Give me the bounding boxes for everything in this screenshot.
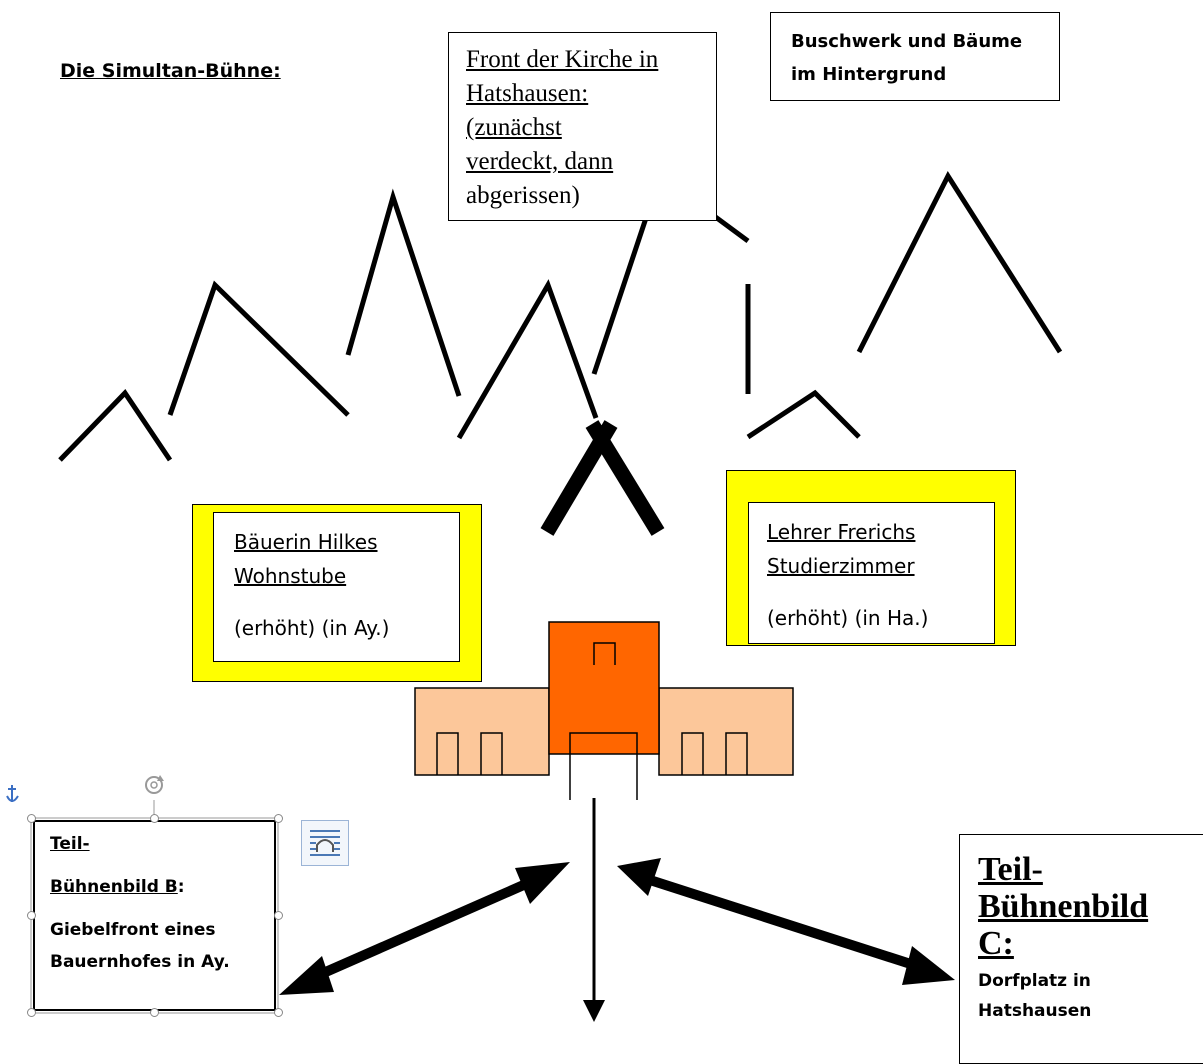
resize-handle-tr[interactable] xyxy=(274,814,283,823)
box-b-line-2-suffix: : xyxy=(177,877,185,897)
peak-7 xyxy=(856,170,1063,354)
resize-handle-bl[interactable] xyxy=(27,1008,36,1017)
box-c-line-2: Bühnenbild xyxy=(978,888,1149,925)
box-b[interactable]: Teil- Bühnenbild B: Giebelfront eines Ba… xyxy=(33,820,276,1011)
stage-drawing xyxy=(30,170,1063,1022)
building xyxy=(414,621,794,800)
box-b-line-1: Teil- xyxy=(50,834,90,854)
hilke-line-3: (erhöht) (in Ay.) xyxy=(234,616,390,640)
peak-1 xyxy=(58,389,173,462)
resize-handle-mr[interactable] xyxy=(274,911,283,920)
anchor-icon xyxy=(6,785,19,802)
church-line-5: abgerissen) xyxy=(466,182,580,209)
church-line-1: Front der Kirche in xyxy=(466,46,659,73)
resize-handle-ml[interactable] xyxy=(27,911,36,920)
peak-3 xyxy=(345,188,462,397)
trees-line-2: im Hintergrund xyxy=(791,64,947,85)
layout-options-icon[interactable] xyxy=(301,820,349,866)
hilke-box: Bäuerin Hilkes Wohnstube (erhöht) (in Ay… xyxy=(213,512,460,662)
church-line-2: Hatshausen: xyxy=(466,80,589,107)
resize-handle-tl[interactable] xyxy=(27,814,36,823)
peak-4 xyxy=(456,279,599,440)
box-c-line-5: Hatshausen xyxy=(978,1001,1092,1021)
box-c: Teil- Bühnenbild C: Dorfplatz in Hatshau… xyxy=(959,834,1203,1064)
page-title: Die Simultan-Bühne: xyxy=(60,60,281,82)
trees-line-1: Buschwerk und Bäume xyxy=(791,31,1023,52)
layout-options-glyph xyxy=(310,830,340,856)
church-line-3: (zunächst xyxy=(466,114,562,141)
church-line-4: verdeckt, dann xyxy=(466,148,614,175)
hilke-line-2: Wohnstube xyxy=(234,564,347,588)
box-c-line-4: Dorfplatz in xyxy=(978,971,1091,991)
box-b-line-2: Bühnenbild B xyxy=(50,877,178,897)
box-b-line-4: Bauernhofes in Ay. xyxy=(50,952,230,972)
trees-box: Buschwerk und Bäume im Hintergrund xyxy=(770,12,1060,101)
box-c-line-1: Teil- xyxy=(978,851,1043,888)
resize-handle-br[interactable] xyxy=(274,1008,283,1017)
frerichs-line-2: Studierzimmer xyxy=(767,554,915,578)
resize-handle-tc[interactable] xyxy=(150,814,159,823)
church-front-box: Front der Kirche in Hatshausen: (zunächs… xyxy=(448,32,717,221)
frerichs-line-1: Lehrer Frerichs xyxy=(767,520,916,544)
peak-6 xyxy=(746,389,861,440)
peak-2 xyxy=(167,280,350,417)
frerichs-line-3: (erhöht) (in Ha.) xyxy=(767,606,929,630)
frerichs-box: Lehrer Frerichs Studierzimmer (erhöht) (… xyxy=(748,502,995,644)
box-c-line-3: C: xyxy=(978,925,1014,962)
rotate-handle-icon[interactable] xyxy=(141,772,167,798)
resize-handle-bc[interactable] xyxy=(150,1008,159,1017)
hilke-line-1: Bäuerin Hilkes xyxy=(234,530,378,554)
box-b-line-3: Giebelfront eines xyxy=(50,920,216,940)
